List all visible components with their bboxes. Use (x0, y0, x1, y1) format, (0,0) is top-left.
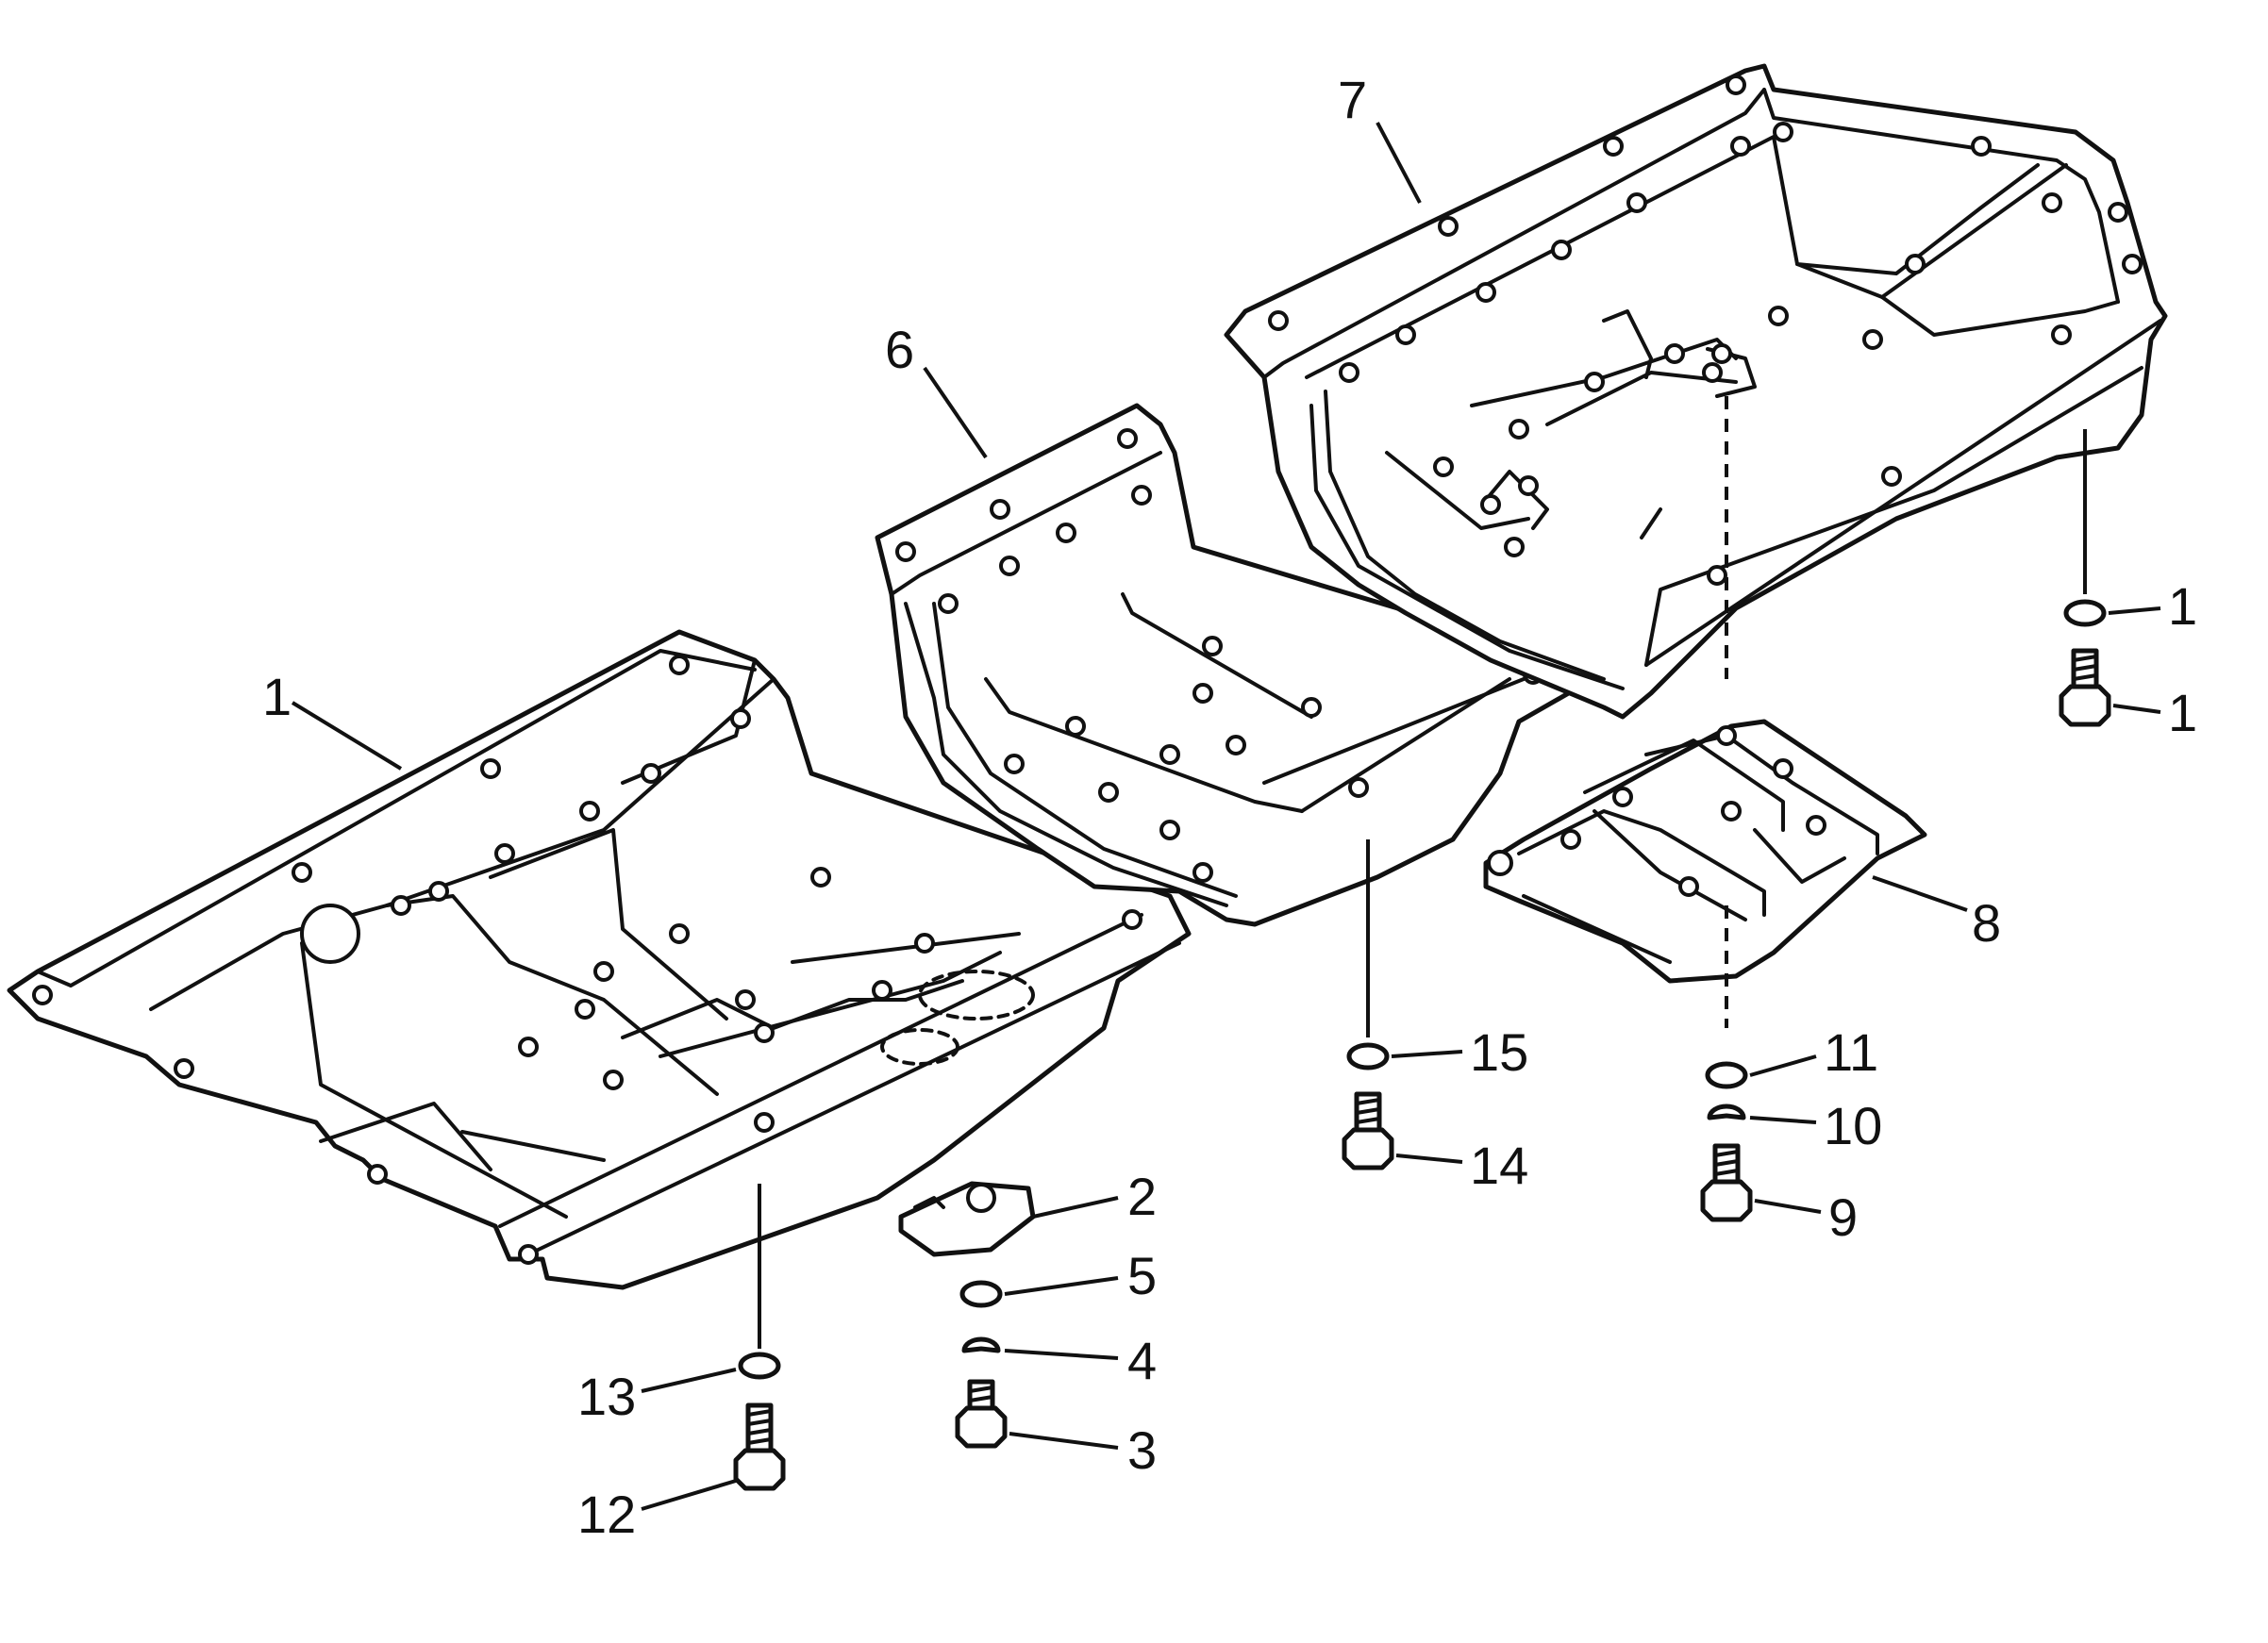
leader-1-bolt (2112, 704, 2161, 714)
callout-9: 9 (1828, 1187, 1858, 1247)
rear-pan-part-7 (1224, 63, 2168, 720)
callout-2: 2 (1127, 1167, 1157, 1226)
bracket-part-2 (898, 1181, 1036, 1257)
callout-11: 11 (1824, 1022, 1878, 1082)
bolt-part-3 (955, 1379, 1008, 1449)
callout-8: 8 (1972, 893, 2001, 953)
callout-4: 4 (1127, 1331, 1157, 1390)
washer-part-13 (738, 1352, 781, 1380)
bolt-part-9 (1700, 1143, 1753, 1222)
bolt-part-1-right (2059, 648, 2111, 727)
leader-15 (1391, 1050, 1463, 1058)
washer-part-5 (959, 1280, 1003, 1308)
callout-1-bolt: 1 (2168, 683, 2197, 742)
leader-1-main (291, 701, 403, 771)
leader-1-washer (2108, 606, 2161, 615)
leader-12 (641, 1479, 737, 1511)
leader-2 (1032, 1196, 1119, 1219)
callout-10: 10 (1824, 1096, 1882, 1155)
cover-plate-part-8 (1483, 719, 1927, 984)
leader-11 (1749, 1054, 1817, 1077)
leader-7 (1376, 122, 1422, 204)
leader-8 (1872, 875, 1968, 912)
callout-1-washer: 1 (2168, 576, 2197, 636)
washer-part-1-right (2063, 599, 2107, 627)
callout-15: 15 (1470, 1022, 1528, 1082)
callout-12: 12 (577, 1485, 636, 1544)
floor-frame-part-1 (7, 629, 1192, 1290)
callout-7: 7 (1338, 70, 1367, 129)
leader-13 (641, 1368, 737, 1393)
leader-14 (1395, 1153, 1463, 1164)
callout-14: 14 (1470, 1136, 1528, 1195)
callout-3: 3 (1127, 1420, 1157, 1480)
lock-washer-part-10 (1707, 1104, 1746, 1120)
leader-9 (1754, 1199, 1822, 1214)
middle-floor-part-6 (875, 403, 1588, 927)
callout-5: 5 (1127, 1246, 1157, 1305)
callout-1-main: 1 (262, 667, 292, 726)
callout-13: 13 (577, 1367, 636, 1426)
callout-6: 6 (885, 320, 914, 379)
leader-4 (1004, 1349, 1119, 1360)
leader-10 (1749, 1116, 1817, 1124)
leader-5 (1004, 1276, 1119, 1296)
leader-6 (923, 366, 988, 459)
washer-part-15 (1346, 1042, 1390, 1070)
bolt-part-14 (1342, 1091, 1394, 1170)
lock-washer-part-4 (961, 1336, 1001, 1353)
washer-part-11 (1705, 1061, 1748, 1089)
leader-3 (1009, 1432, 1119, 1450)
bolt-part-12 (733, 1402, 786, 1491)
